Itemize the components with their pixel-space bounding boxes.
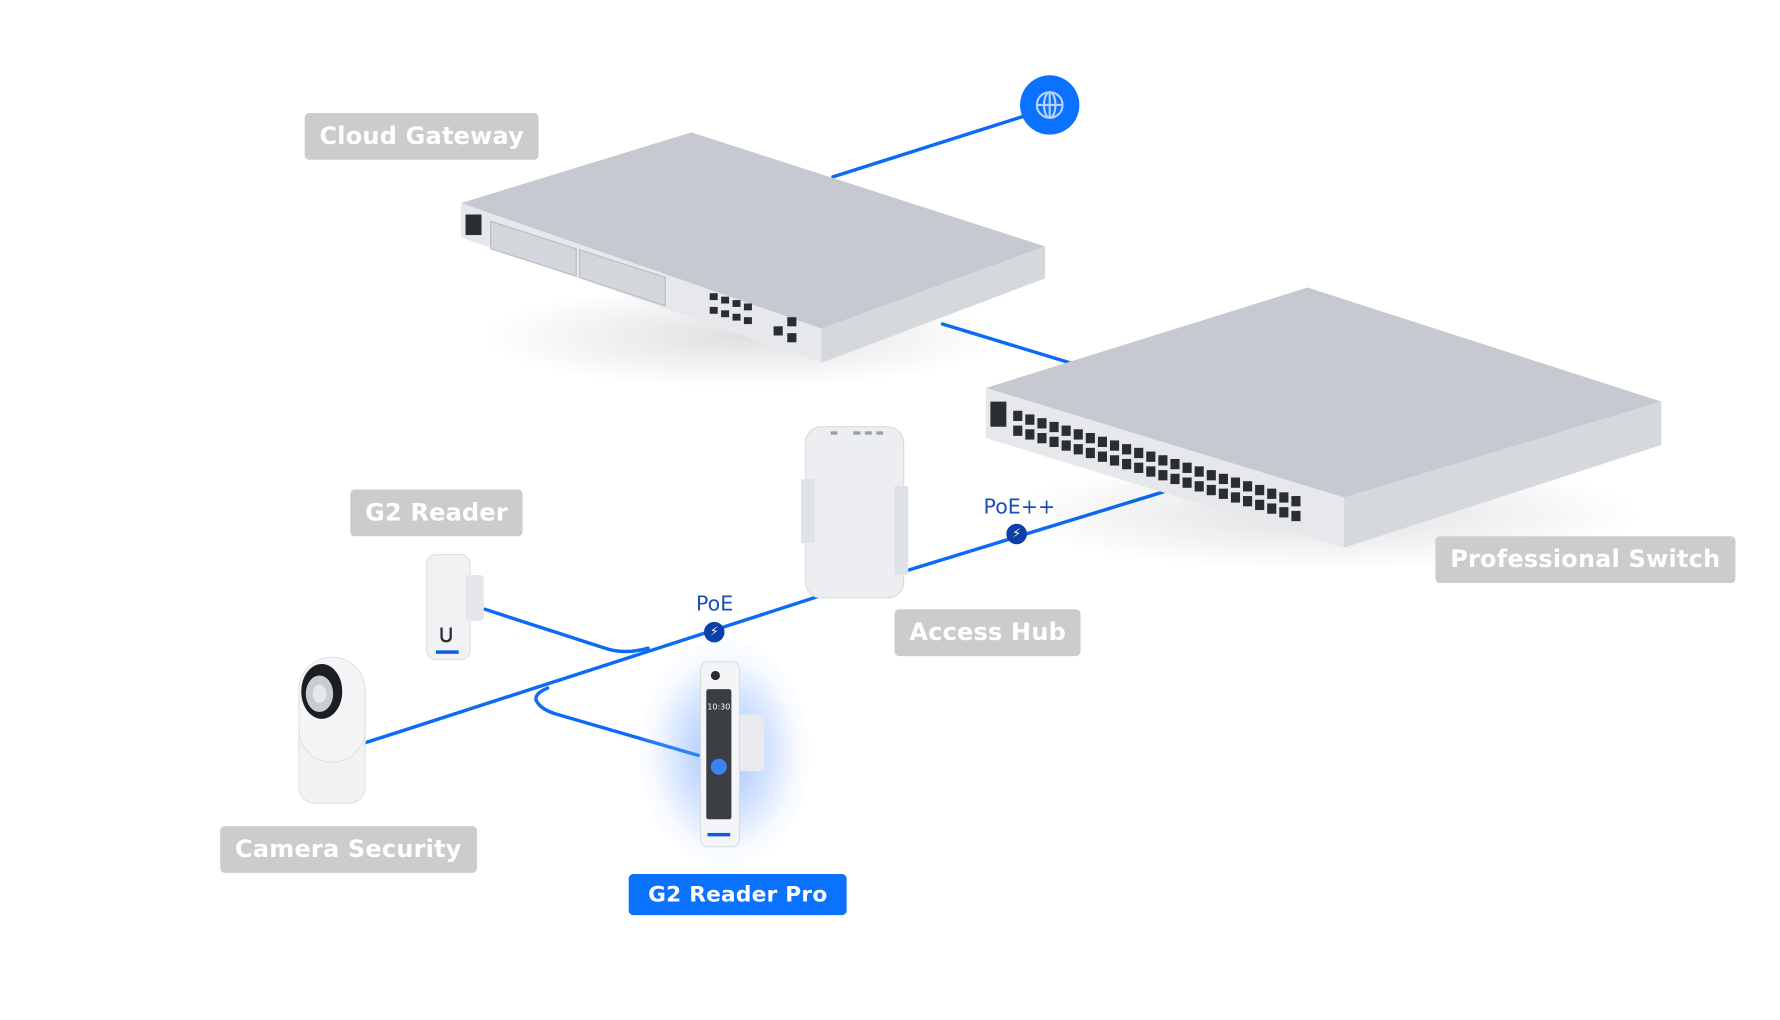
switch-port bbox=[1097, 451, 1107, 462]
switch-port bbox=[1049, 436, 1059, 447]
switch-port bbox=[1109, 455, 1120, 466]
switch-port bbox=[1291, 496, 1301, 507]
switch-port bbox=[1158, 455, 1168, 466]
switch-port bbox=[1194, 466, 1204, 477]
g2-reader-pro-device[interactable]: 10:30 bbox=[696, 659, 767, 851]
professional-switch-label[interactable]: Professional Switch bbox=[1435, 536, 1736, 584]
access-hub-label[interactable]: Access Hub bbox=[894, 609, 1081, 657]
cloud-gateway-label[interactable]: Cloud Gateway bbox=[304, 112, 539, 160]
poe-label: PoE bbox=[696, 592, 734, 617]
switch-port bbox=[1255, 499, 1265, 511]
switch-port bbox=[1218, 488, 1228, 499]
link-gateway-switch bbox=[940, 322, 1072, 365]
switch-port bbox=[1267, 503, 1277, 514]
switch-port bbox=[1134, 447, 1144, 459]
switch-port bbox=[1267, 488, 1277, 499]
g2-reader-pro-label[interactable]: G2 Reader Pro bbox=[628, 874, 847, 916]
switch-port bbox=[1134, 462, 1144, 473]
camera-security-device[interactable] bbox=[292, 653, 372, 810]
switch-port bbox=[1109, 440, 1120, 451]
switch-port bbox=[1194, 481, 1204, 492]
link-switch-hub bbox=[905, 490, 1166, 573]
lightning-icon: ⚡ bbox=[703, 621, 725, 643]
switch-port bbox=[1013, 410, 1023, 422]
switch-port bbox=[1146, 466, 1156, 477]
switch-port bbox=[1206, 484, 1216, 496]
switch-port bbox=[1037, 433, 1047, 444]
switch-port bbox=[1279, 492, 1289, 503]
switch-port bbox=[1182, 477, 1192, 488]
switch-port bbox=[1158, 470, 1168, 481]
cloud-gateway-device[interactable] bbox=[456, 128, 1049, 368]
switch-port bbox=[1037, 418, 1047, 429]
link-g2-reader bbox=[483, 607, 650, 654]
switch-port bbox=[1182, 462, 1192, 473]
switch-port bbox=[1170, 458, 1180, 470]
switch-port bbox=[1170, 473, 1180, 485]
g2-reader-label[interactable]: G2 Reader bbox=[350, 489, 523, 537]
switch-port bbox=[1061, 425, 1071, 436]
link-internet-gateway bbox=[831, 113, 1029, 179]
switch-port bbox=[1230, 477, 1241, 488]
switch-port bbox=[1243, 481, 1253, 492]
switch-port bbox=[1122, 458, 1132, 470]
switch-port bbox=[1061, 440, 1071, 451]
professional-switch-device[interactable] bbox=[981, 283, 1666, 552]
link-hub-camera bbox=[363, 587, 844, 745]
camera-security-label[interactable]: Camera Security bbox=[220, 826, 477, 873]
link-g2-reader-pro bbox=[534, 686, 701, 758]
switch-port bbox=[1291, 510, 1301, 522]
switch-port bbox=[1025, 414, 1035, 425]
switch-port bbox=[1013, 425, 1023, 436]
switch-port bbox=[1085, 433, 1095, 444]
switch-port bbox=[1073, 429, 1083, 440]
switch-port bbox=[1206, 470, 1216, 481]
lightning-icon: ⚡ bbox=[1006, 523, 1027, 545]
switch-port bbox=[1097, 436, 1107, 447]
access-hub-device[interactable] bbox=[799, 422, 913, 607]
reader-pro-time: 10:30 bbox=[707, 703, 730, 712]
switch-port bbox=[1146, 451, 1156, 462]
internet-node[interactable] bbox=[1020, 75, 1080, 135]
switch-port bbox=[1255, 484, 1265, 496]
switch-port bbox=[1073, 444, 1083, 455]
switch-port bbox=[1230, 492, 1241, 503]
switch-port bbox=[1049, 421, 1059, 433]
g2-reader-device[interactable] bbox=[422, 552, 490, 666]
poe-plus-plus-label: PoE++ bbox=[983, 495, 1056, 520]
switch-port bbox=[1025, 429, 1035, 440]
switch-port bbox=[1218, 473, 1228, 485]
globe-icon bbox=[1035, 91, 1064, 119]
switch-port bbox=[1243, 496, 1253, 507]
switch-port bbox=[1279, 507, 1289, 518]
switch-port bbox=[1085, 447, 1095, 459]
switch-port bbox=[1122, 444, 1132, 455]
